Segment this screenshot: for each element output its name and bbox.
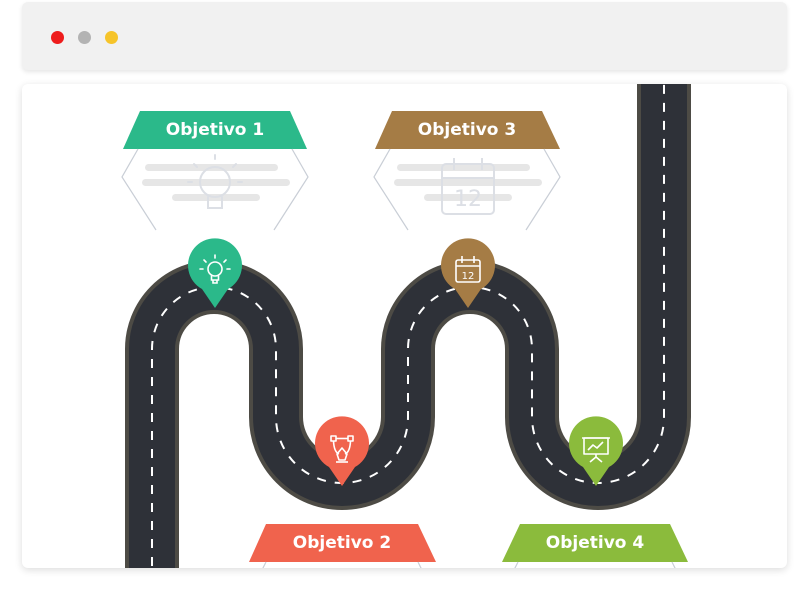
objective-4-marker[interactable] (569, 416, 623, 486)
calendar-icon (455, 256, 481, 283)
objective-2-marker[interactable] (315, 416, 369, 486)
roadmap-diagram: 12 (121, 84, 691, 568)
road-surface (129, 84, 687, 568)
objective-2-frame (262, 561, 267, 568)
objective-4-frame-right (671, 561, 676, 568)
calendar-watermark-icon (441, 158, 495, 215)
objective-1-frame-right (273, 148, 309, 231)
objective-1-marker[interactable] (188, 238, 242, 308)
placeholder-text-line (142, 179, 290, 186)
objective-1-label: Objetivo 1 (165, 120, 265, 140)
close-window-button[interactable] (51, 31, 64, 44)
placeholder-text-line (424, 194, 512, 201)
objective-3-marker[interactable]: 12 (441, 238, 495, 308)
objective-4-frame (514, 561, 519, 568)
objective-2-ribbon (249, 524, 436, 562)
chart-board-icon (582, 437, 610, 463)
objective-3-frame (373, 148, 409, 231)
objective-4-ribbon (502, 524, 688, 562)
minimize-window-button[interactable] (78, 31, 91, 44)
objective-3-frame-right (525, 148, 561, 231)
lightbulb-watermark-icon (187, 154, 243, 209)
objective-1-ribbon (123, 111, 307, 149)
objective-2-label: Objetivo 2 (292, 533, 392, 553)
objective-2-frame-right (417, 561, 422, 568)
objective-3-ribbon (375, 111, 560, 149)
calendar-watermark-number: 12 (454, 187, 482, 212)
maximize-window-button[interactable] (105, 31, 118, 44)
objective-3-label: Objetivo 3 (417, 120, 517, 140)
road-center-line (151, 84, 665, 568)
pen-tool-icon (330, 435, 354, 463)
calendar-number: 12 (462, 271, 475, 282)
objective-4-label: Objetivo 4 (545, 533, 645, 553)
lightbulb-icon (199, 254, 231, 284)
objective-1-card (121, 111, 309, 231)
window-titlebar (22, 2, 787, 70)
roadmap-canvas: 12 (22, 84, 787, 568)
objective-3-card: 12 (373, 111, 561, 231)
placeholder-text-line (394, 179, 542, 186)
placeholder-text-line (397, 164, 530, 171)
objective-1-frame (121, 148, 157, 231)
